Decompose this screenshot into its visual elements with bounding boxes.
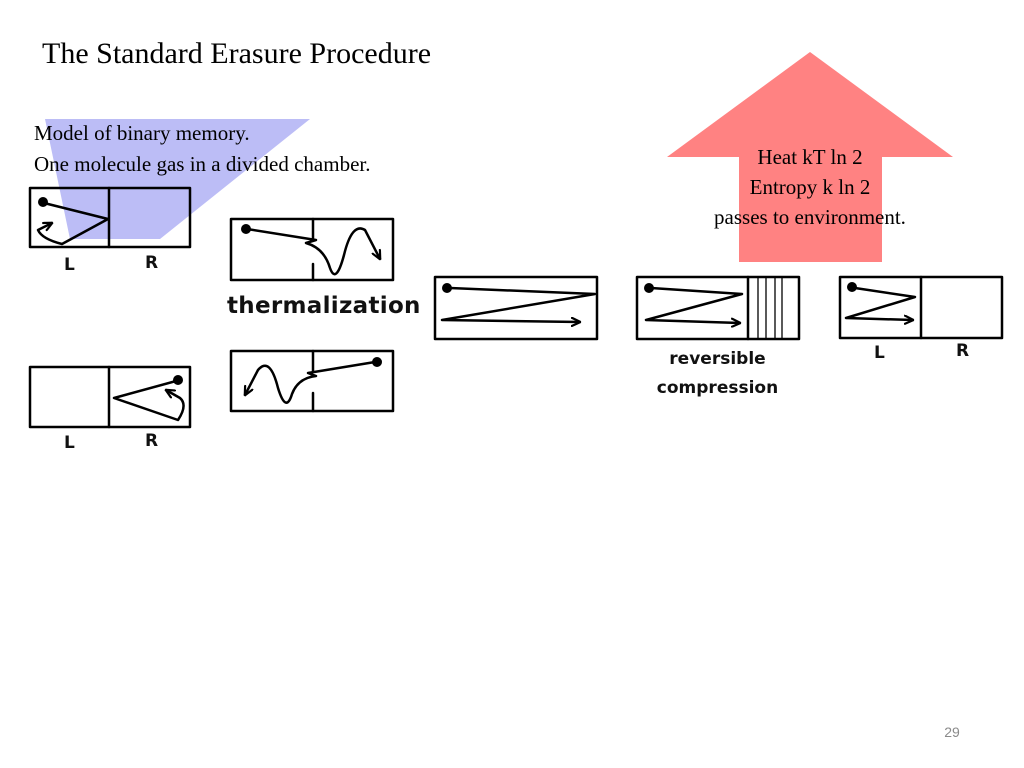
label-r-top: R xyxy=(145,253,159,273)
thermalization-chamber-bottom xyxy=(229,349,395,413)
heat-line-3: passes to environment. xyxy=(714,205,906,229)
thermalization-chamber-top xyxy=(229,217,395,282)
label-l-top: L xyxy=(64,255,75,275)
memory-model-callout: Model of binary memory. One molecule gas… xyxy=(34,118,370,180)
thermalization-label: thermalization xyxy=(227,293,421,319)
compression-chamber xyxy=(635,275,801,341)
label-l-bottom: L xyxy=(64,433,75,453)
chamber-left-state xyxy=(28,186,192,249)
heat-arrow xyxy=(667,52,953,262)
final-chamber xyxy=(838,275,1004,340)
chamber-right-state xyxy=(28,365,192,429)
page-number: 29 xyxy=(944,724,960,740)
reversible-label: reversible xyxy=(669,349,766,369)
label-r-final: R xyxy=(956,341,970,361)
callout-highlight xyxy=(45,119,310,239)
label-l-final: L xyxy=(874,343,885,363)
heat-arrow-text: Heat kT ln 2 Entropy k ln 2 passes to en… xyxy=(680,142,940,232)
compression-label: compression xyxy=(656,378,779,398)
callout-line-1: Model of binary memory. xyxy=(34,121,250,145)
callout-line-2: One molecule gas in a divided chamber. xyxy=(34,152,371,176)
heat-line-2: Entropy k ln 2 xyxy=(749,175,871,199)
slide-title: The Standard Erasure Procedure xyxy=(42,37,432,70)
reversible-compression-label: reversible compression xyxy=(650,345,785,403)
open-chamber xyxy=(433,275,599,341)
heat-line-1: Heat kT ln 2 xyxy=(757,145,863,169)
label-r-bottom: R xyxy=(145,431,159,451)
